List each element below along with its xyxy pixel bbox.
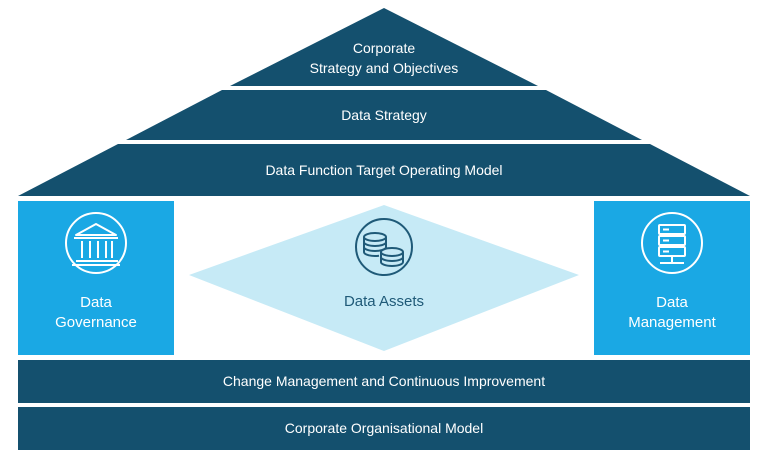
roof-apex-label: Corporate Strategy and Objectives [284,38,484,78]
left-pillar-line1: Data [80,294,112,311]
data-assets-diamond [189,205,579,351]
right-pillar-label: Data Management [594,293,750,333]
foundation-upper-shape [18,360,750,403]
foundation-lower-label: Corporate Organisational Model [284,420,484,436]
roof-apex-shape [230,8,538,86]
roof-middle-shape [126,90,642,140]
data-assets-label: Data Assets [343,293,425,310]
left-pillar-line2: Governance [55,314,137,331]
roof-base-label: Data Function Target Operating Model [265,162,503,178]
right-pillar-line1: Data [656,294,688,311]
roof-apex-line2: Strategy and Objectives [309,60,459,76]
right-pillar-shape [594,201,750,355]
server-rack-icon [641,212,703,274]
roof-apex-line1: Corporate [352,40,416,56]
bank-building-icon [65,212,127,274]
roof-base-shape [18,144,750,196]
left-pillar-label: Data Governance [18,293,174,333]
foundation-lower-shape [18,407,750,450]
coin-stack-icon [355,218,413,276]
left-pillar-shape [18,201,174,355]
right-pillar-line2: Management [628,314,716,331]
foundation-upper-label: Change Management and Continuous Improve… [222,373,546,389]
roof-middle-label: Data Strategy [341,107,427,123]
